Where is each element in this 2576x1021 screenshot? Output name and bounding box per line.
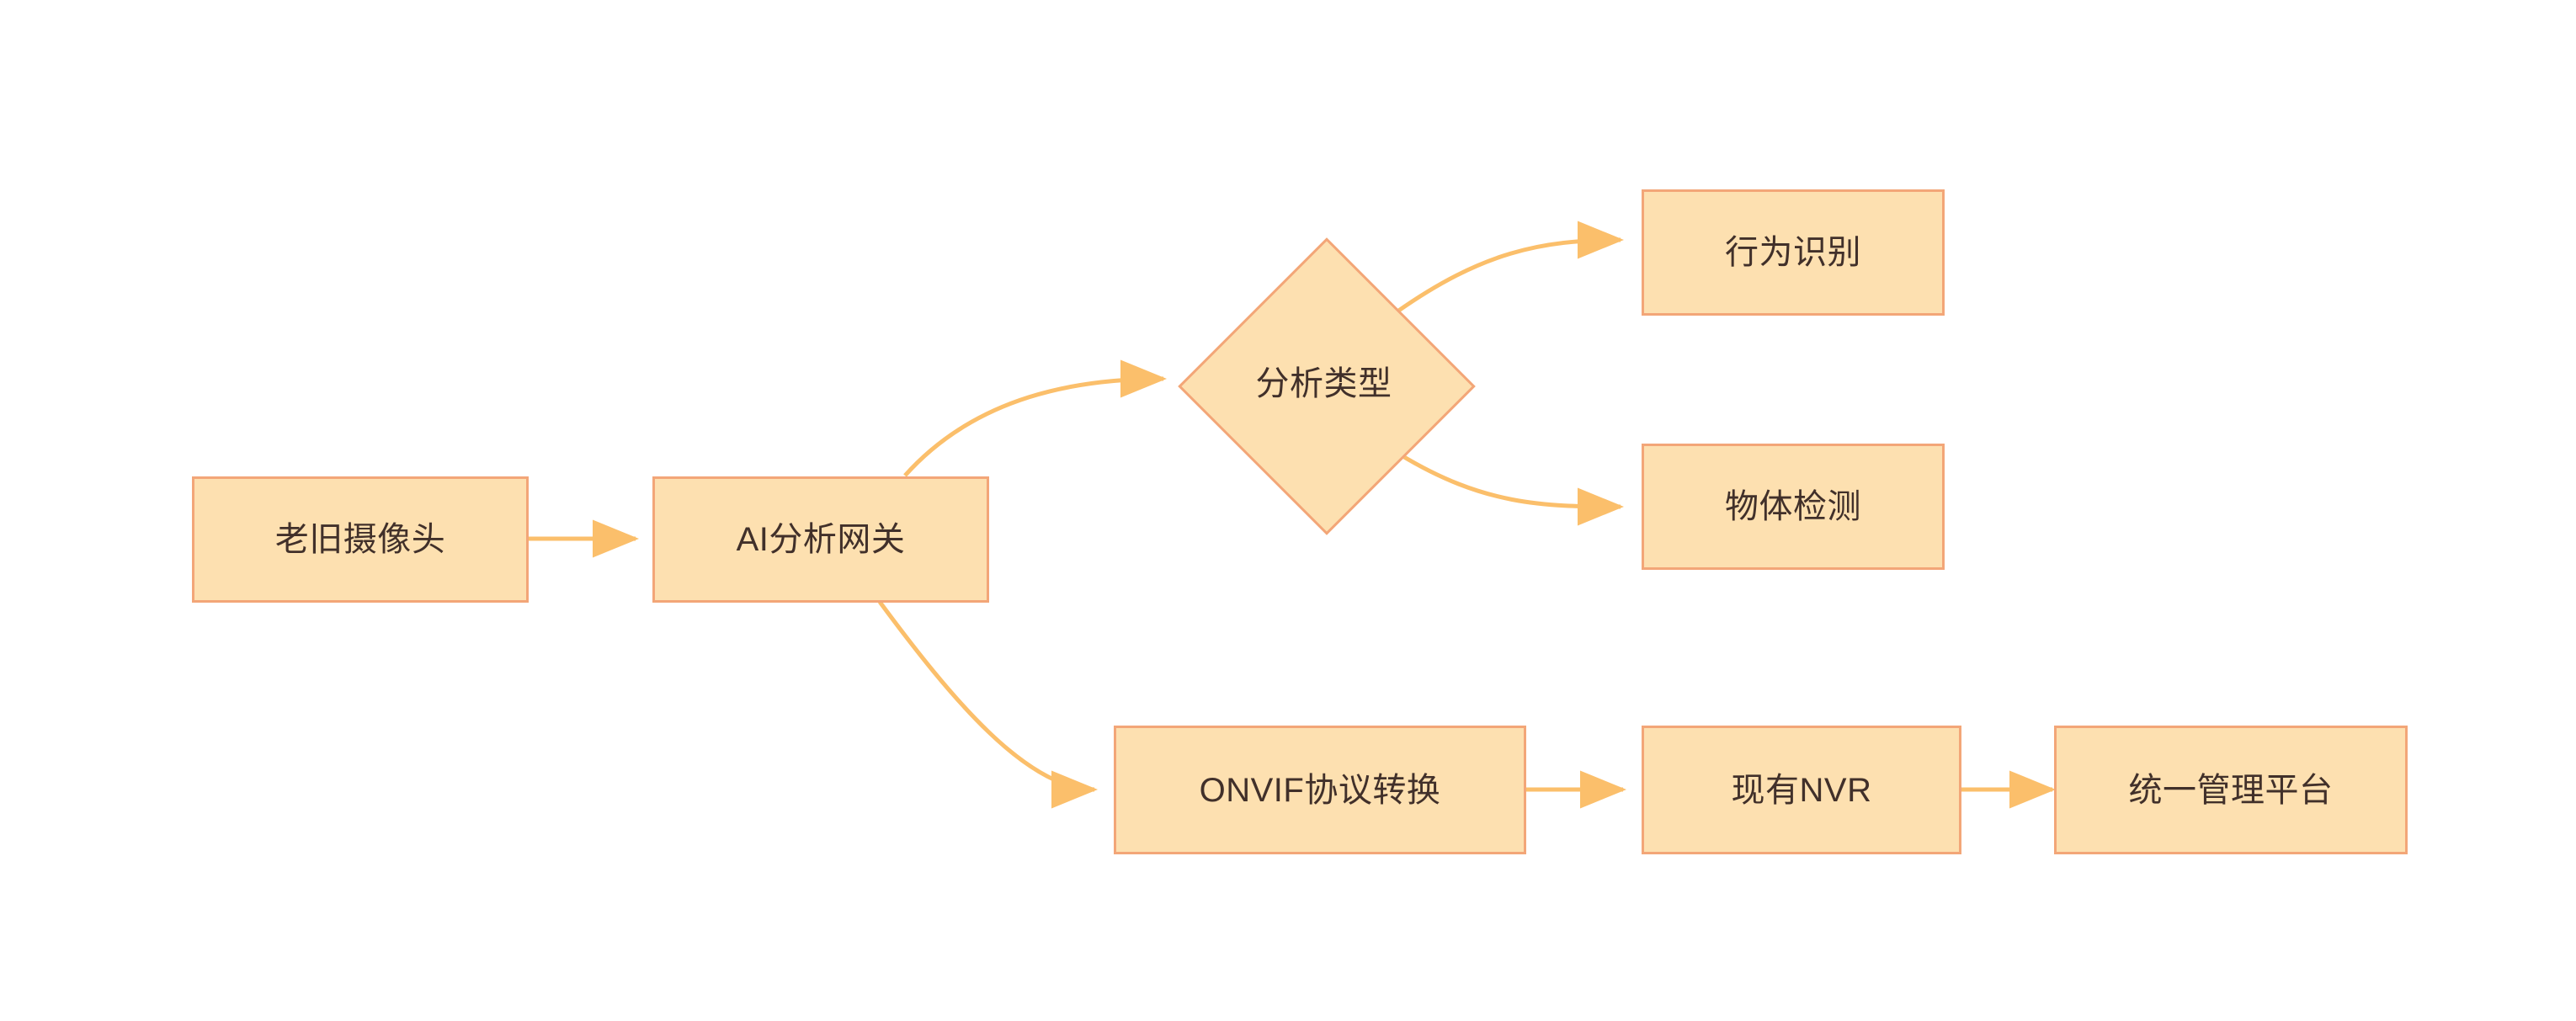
node-behavior-recognition[interactable]: 行为识别 — [1642, 189, 1945, 316]
edge-ai-gateway-to-analysis-type — [903, 359, 1168, 477]
node-object-detection-label: 物体检测 — [1725, 488, 1861, 525]
node-analysis-type[interactable]: 分析类型 — [1177, 237, 1476, 535]
node-onvif-conversion[interactable]: ONVIF协议转换 — [1114, 726, 1526, 854]
node-ai-gateway-label: AI分析网关 — [736, 521, 906, 558]
node-existing-nvr-label: 现有NVR — [1731, 771, 1872, 809]
node-legacy-camera[interactable]: 老旧摄像头 — [192, 476, 529, 603]
node-ai-gateway[interactable]: AI分析网关 — [652, 476, 989, 603]
node-object-detection[interactable]: 物体检测 — [1642, 444, 1945, 570]
edge-analysis-type-to-object-detection — [1398, 452, 1625, 526]
edge-ai-gateway-to-onvif-conversion — [877, 600, 1098, 809]
node-unified-platform[interactable]: 统一管理平台 — [2054, 726, 2408, 854]
node-unified-platform-label: 统一管理平台 — [2128, 771, 2334, 809]
node-existing-nvr[interactable]: 现有NVR — [1642, 726, 1961, 854]
node-onvif-conversion-label: ONVIF协议转换 — [1199, 771, 1441, 809]
node-behavior-recognition-label: 行为识别 — [1725, 234, 1861, 271]
diamond-shape — [1177, 237, 1476, 535]
edge-analysis-type-to-behavior-recognition — [1396, 221, 1625, 314]
node-legacy-camera-label: 老旧摄像头 — [274, 521, 446, 558]
